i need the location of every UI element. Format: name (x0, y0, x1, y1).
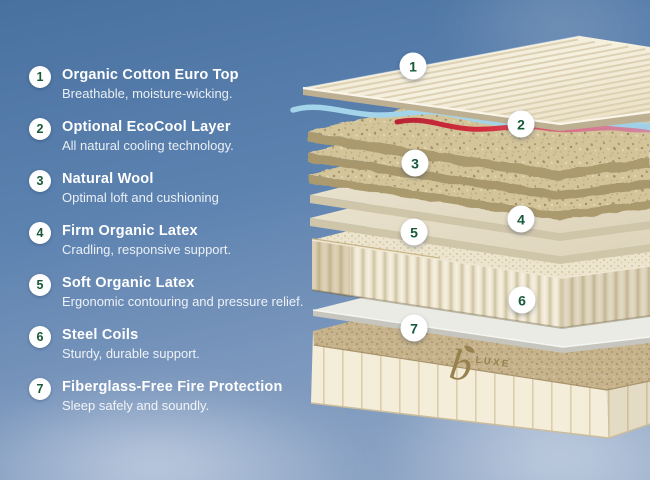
marker-number: 3 (411, 155, 419, 171)
legend-title: Fiberglass-Free Fire Protection (62, 379, 283, 395)
diagram-marker-3: 3 (401, 149, 429, 177)
legend-item-ecocool: 2 Optional EcoCool Layer All natural coo… (29, 118, 314, 155)
legend-text: Firm Organic Latex Cradling, responsive … (62, 222, 231, 259)
marker-number: 2 (517, 116, 525, 132)
legend-number-badge: 2 (29, 118, 51, 140)
legend-description: Ergonomic contouring and pressure relief… (62, 294, 304, 309)
brand-logo-suffix: LUXE (474, 354, 512, 371)
legend-title: Optional EcoCool Layer (62, 119, 231, 135)
legend-number-badge: 7 (29, 378, 51, 400)
marker-number: 6 (518, 292, 526, 308)
legend-title: Natural Wool (62, 171, 154, 187)
legend-number: 4 (36, 226, 44, 240)
layer-euro-top (302, 35, 650, 131)
legend-item-firm-latex: 4 Firm Organic Latex Cradling, responsiv… (29, 222, 314, 259)
legend-title: Organic Cotton Euro Top (62, 67, 239, 83)
legend-number-badge: 1 (29, 66, 51, 88)
marker-number: 5 (410, 224, 418, 240)
legend-number-badge: 5 (29, 274, 51, 296)
diagram-marker-7: 7 (400, 314, 428, 342)
legend-item-wool: 3 Natural Wool Optimal loft and cushioni… (29, 170, 314, 207)
legend-description: All natural cooling technology. (62, 138, 234, 153)
legend-description: Sleep safely and soundly. (62, 398, 210, 413)
legend-description: Optimal loft and cushioning (62, 190, 219, 205)
legend-number-badge: 6 (29, 326, 51, 348)
legend-title: Firm Organic Latex (62, 223, 198, 239)
legend-text: Fiberglass-Free Fire Protection Sleep sa… (62, 378, 283, 415)
legend-text: Optional EcoCool Layer All natural cooli… (62, 118, 234, 155)
legend-number-badge: 4 (29, 222, 51, 244)
legend-title: Steel Coils (62, 327, 139, 343)
layer-legend: 1 Organic Cotton Euro Top Breathable, mo… (29, 66, 314, 430)
marker-number: 4 (517, 211, 525, 227)
legend-title: Soft Organic Latex (62, 275, 195, 291)
diagram-marker-4: 4 (507, 205, 535, 233)
legend-description: Sturdy, durable support. (62, 346, 200, 361)
quilt-ridges (305, 38, 650, 124)
legend-number: 3 (36, 174, 44, 188)
legend-item-soft-latex: 5 Soft Organic Latex Ergonomic contourin… (29, 274, 314, 311)
legend-number: 2 (36, 122, 44, 136)
diagram-marker-5: 5 (400, 218, 428, 246)
legend-number: 7 (36, 382, 44, 396)
diagram-marker-2: 2 (507, 110, 535, 138)
legend-number-badge: 3 (29, 170, 51, 192)
legend-text: Natural Wool Optimal loft and cushioning (62, 170, 219, 207)
legend-number: 6 (36, 330, 44, 344)
legend-item-coils: 6 Steel Coils Sturdy, durable support. (29, 326, 314, 363)
marker-number: 7 (410, 320, 418, 336)
marker-number: 1 (409, 58, 417, 74)
legend-text: Soft Organic Latex Ergonomic contouring … (62, 274, 303, 311)
legend-item-fire-protection: 7 Fiberglass-Free Fire Protection Sleep … (29, 378, 314, 415)
legend-number: 1 (36, 70, 44, 84)
legend-number: 5 (36, 278, 44, 292)
diagram-marker-1: 1 (399, 52, 427, 80)
legend-item-euro-top: 1 Organic Cotton Euro Top Breathable, mo… (29, 66, 314, 103)
legend-text: Organic Cotton Euro Top Breathable, mois… (62, 66, 239, 103)
diagram-marker-6: 6 (508, 286, 536, 314)
legend-description: Cradling, responsive support. (62, 242, 232, 257)
legend-text: Steel Coils Sturdy, durable support. (62, 326, 200, 363)
legend-description: Breathable, moisture-wicking. (62, 86, 233, 101)
